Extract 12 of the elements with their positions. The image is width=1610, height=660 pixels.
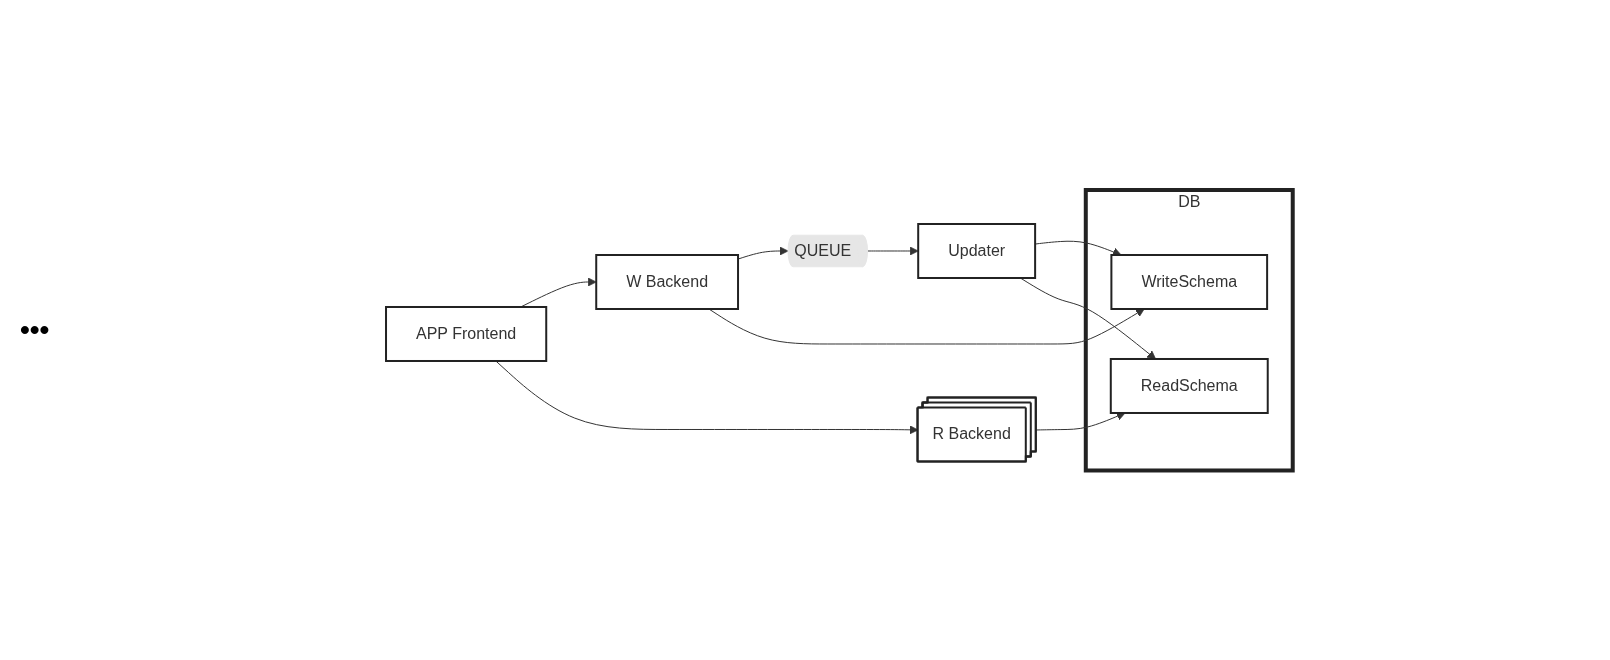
- arrow: [1036, 411, 1126, 431]
- node-box: Updater: [917, 222, 1037, 279]
- node-box: W Backend: [595, 253, 740, 310]
- arrow: [867, 246, 919, 256]
- arrow: [708, 308, 1145, 345]
- ellipsis-text: •••: [20, 314, 50, 345]
- arrow: [1020, 277, 1157, 360]
- arrow: [495, 360, 919, 434]
- node-box: ReadSchema: [1110, 357, 1270, 414]
- node-text: QUEUE: [794, 241, 852, 259]
- node-box: APP Frontend: [385, 305, 548, 362]
- node-box: WriteSchema: [1110, 253, 1269, 310]
